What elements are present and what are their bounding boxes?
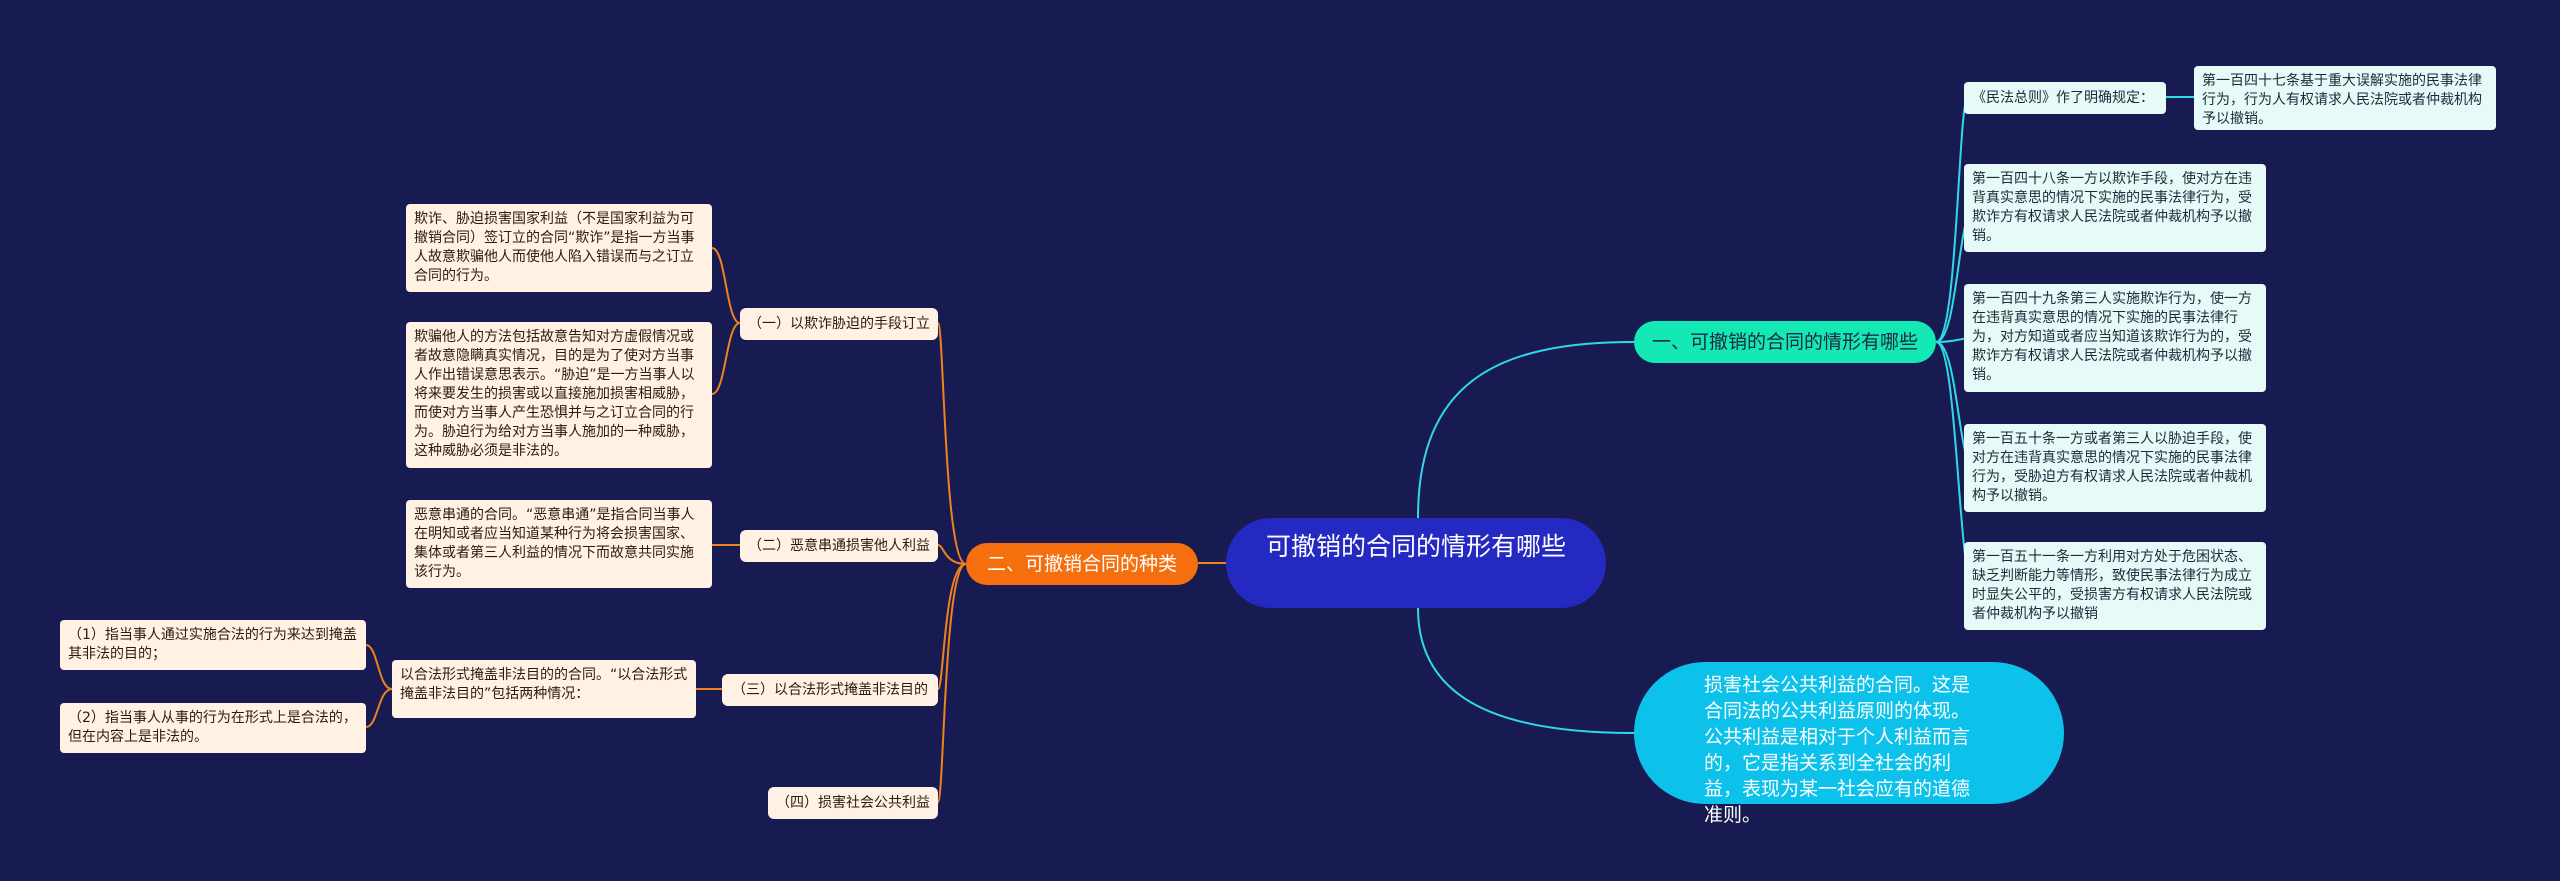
type-malicious-collusion[interactable]: （二）恶意串通损害他人利益 bbox=[740, 530, 938, 562]
article-150-text: 第一百五十条一方或者第三人以胁迫手段，使对方在违背真实意思的情况下实施的民事法律… bbox=[1972, 431, 2252, 504]
branch-revocable-situations[interactable]: 一、可撤销的合同的情形有哪些 bbox=[1634, 321, 1936, 363]
detail-legal-form-case-1-text: （1）指当事人通过实施合法的行为来达到掩盖其非法的目的； bbox=[68, 627, 357, 662]
detail-legal-form-case-2[interactable]: （2）指当事人从事的行为在形式上是合法的，但在内容上是非法的。 bbox=[60, 703, 366, 753]
detail-fraud-definition-text: 欺诈、胁迫损害国家利益（不是国家利益为可撤销合同）签订立的合同“欺诈”是指一方当… bbox=[414, 211, 695, 284]
article-149-text: 第一百四十九条第三人实施欺诈行为，使一方在违背真实意思的情况下实施的民事法律行为… bbox=[1972, 291, 2252, 383]
civil-code-intro-text: 《民法总则》作了明确规定： bbox=[1972, 90, 2154, 106]
article-149[interactable]: 第一百四十九条第三人实施欺诈行为，使一方在违背真实意思的情况下实施的民事法律行为… bbox=[1964, 284, 2266, 392]
central-topic[interactable]: 可撤销的合同的情形有哪些 bbox=[1226, 518, 1606, 608]
article-148-text: 第一百四十八条一方以欺诈手段，使对方在违背真实意思的情况下实施的民事法律行为，受… bbox=[1972, 171, 2252, 244]
detail-legal-form[interactable]: 以合法形式掩盖非法目的的合同。“以合法形式掩盖非法目的”包括两种情况： bbox=[392, 660, 696, 718]
detail-coercion-definition[interactable]: 欺骗他人的方法包括故意告知对方虚假情况或者故意隐瞒真实情况，目的是为了使对方当事… bbox=[406, 322, 712, 468]
detail-legal-form-text: 以合法形式掩盖非法目的的合同。“以合法形式掩盖非法目的”包括两种情况： bbox=[400, 667, 688, 702]
article-148[interactable]: 第一百四十八条一方以欺诈手段，使对方在违背真实意思的情况下实施的民事法律行为，受… bbox=[1964, 164, 2266, 252]
type-legal-form-label: （三）以合法形式掩盖非法目的 bbox=[732, 682, 928, 698]
type-fraud-coercion[interactable]: （一）以欺诈胁迫的手段订立 bbox=[740, 308, 938, 340]
type-public-interest[interactable]: （四）损害社会公共利益 bbox=[768, 787, 938, 819]
detail-legal-form-case-1[interactable]: （1）指当事人通过实施合法的行为来达到掩盖其非法的目的； bbox=[60, 620, 366, 670]
article-147[interactable]: 第一百四十七条基于重大误解实施的民事法律行为，行为人有权请求人民法院或者仲裁机构… bbox=[2194, 66, 2496, 130]
detail-legal-form-case-2-text: （2）指当事人从事的行为在形式上是合法的，但在内容上是非法的。 bbox=[68, 710, 357, 745]
branch-contract-types[interactable]: 二、可撤销合同的种类 bbox=[966, 543, 1198, 585]
type-public-interest-label: （四）损害社会公共利益 bbox=[776, 795, 930, 811]
article-147-text: 第一百四十七条基于重大误解实施的民事法律行为，行为人有权请求人民法院或者仲裁机构… bbox=[2202, 73, 2482, 127]
detail-fraud-definition[interactable]: 欺诈、胁迫损害国家利益（不是国家利益为可撤销合同）签订立的合同“欺诈”是指一方当… bbox=[406, 204, 712, 292]
detail-coercion-definition-text: 欺骗他人的方法包括故意告知对方虚假情况或者故意隐瞒真实情况，目的是为了使对方当事… bbox=[414, 329, 695, 459]
public-interest-bubble[interactable]: 损害社会公共利益的合同。这是合同法的公共利益原则的体现。公共利益是相对于个人利益… bbox=[1634, 662, 2064, 826]
type-malicious-collusion-label: （二）恶意串通损害他人利益 bbox=[748, 538, 930, 554]
branch-revocable-situations-label: 一、可撤销的合同的情形有哪些 bbox=[1651, 331, 1918, 353]
article-151-text: 第一百五十一条一方利用对方处于危困状态、缺乏判断能力等情形，致使民事法律行为成立… bbox=[1972, 549, 2252, 622]
type-fraud-coercion-label: （一）以欺诈胁迫的手段订立 bbox=[748, 316, 930, 332]
article-151[interactable]: 第一百五十一条一方利用对方处于危困状态、缺乏判断能力等情形，致使民事法律行为成立… bbox=[1964, 542, 2266, 630]
detail-collusion[interactable]: 恶意串通的合同。“恶意串通”是指合同当事人在明知或者应当知道某种行为将会损害国家… bbox=[406, 500, 712, 588]
detail-collusion-text: 恶意串通的合同。“恶意串通”是指合同当事人在明知或者应当知道某种行为将会损害国家… bbox=[414, 507, 695, 580]
public-interest-text: 损害社会公共利益的合同。这是合同法的公共利益原则的体现。公共利益是相对于个人利益… bbox=[1704, 674, 1971, 826]
central-topic-label: 可撤销的合同的情形有哪些 bbox=[1266, 532, 1567, 561]
type-legal-form-illegal-purpose[interactable]: （三）以合法形式掩盖非法目的 bbox=[722, 674, 938, 706]
article-150[interactable]: 第一百五十条一方或者第三人以胁迫手段，使对方在违背真实意思的情况下实施的民事法律… bbox=[1964, 424, 2266, 512]
branch-contract-types-label: 二、可撤销合同的种类 bbox=[986, 553, 1177, 575]
civil-code-intro[interactable]: 《民法总则》作了明确规定： bbox=[1964, 82, 2166, 114]
